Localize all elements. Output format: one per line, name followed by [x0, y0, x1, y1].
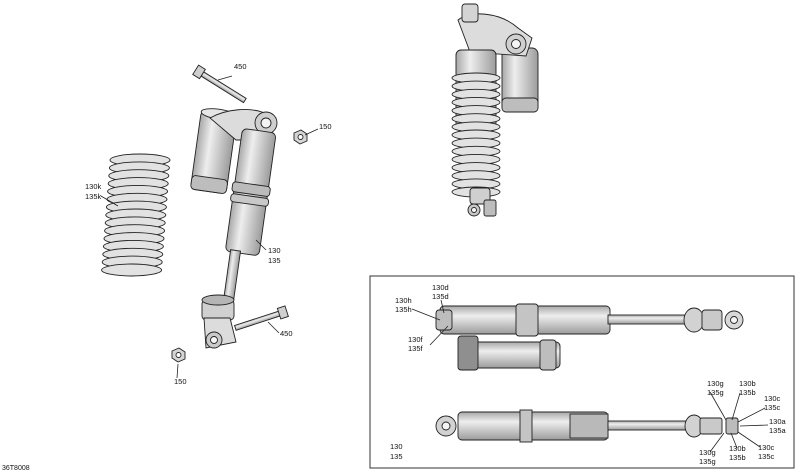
callout-130c-top: 130c	[764, 394, 781, 403]
bottom-mount-part	[201, 294, 237, 349]
callout-135b-bottom: 135b	[729, 453, 746, 462]
callout-135-main: 135	[390, 452, 403, 461]
exploded-shock-assembly	[101, 64, 308, 363]
assembled-shock-view	[451, 3, 539, 217]
callout-130g-top: 130g	[707, 379, 724, 388]
callout-135b-top: 135b	[739, 388, 756, 397]
bolt-top-part	[192, 64, 247, 104]
callout-spring-a: 130k	[85, 182, 102, 191]
callout-130h: 130h	[395, 296, 412, 305]
callout-130b-top: 130b	[739, 379, 756, 388]
callout-135c-top: 135c	[764, 403, 781, 412]
callout-130-main: 130	[390, 442, 403, 451]
callout-135g-top: 135g	[707, 388, 724, 397]
callout-130d: 130d	[432, 283, 449, 292]
shock-body-part	[225, 128, 276, 256]
callout-135h: 135h	[395, 305, 412, 314]
spring-coil	[101, 263, 163, 277]
callout-shock-a: 130	[268, 246, 281, 255]
callout-135g-bottom: 135g	[699, 457, 716, 466]
callout-130g-bottom: 130g	[699, 448, 716, 457]
spring-part	[101, 153, 171, 277]
nut-bottom-part	[171, 347, 186, 363]
callout-nut-bottom: 150	[174, 377, 187, 386]
callout-135f: 135f	[408, 344, 424, 353]
callout-135c-bottom: 135c	[758, 452, 775, 461]
nut-top-part	[293, 129, 308, 145]
callout-130f: 130f	[408, 335, 424, 344]
detail-shock-side-view	[435, 303, 744, 371]
detail-shock-section-view	[435, 409, 739, 443]
callout-nut-top: 150	[319, 122, 332, 131]
callout-130c-bottom: 130c	[758, 443, 775, 452]
callout-130b-bottom: 130b	[729, 444, 746, 453]
detail-view-box	[369, 275, 795, 469]
diagram-code: 36T8008	[2, 465, 30, 472]
callout-spring-b: 135k	[85, 192, 102, 201]
callout-135a: 135a	[769, 426, 787, 435]
callout-bolt-top: 450	[234, 62, 247, 71]
callout-bolt-bottom: 450	[280, 329, 293, 338]
bolt-bottom-part	[233, 305, 289, 331]
callout-130a: 130a	[769, 417, 787, 426]
callout-shock-b: 135	[268, 256, 281, 265]
callout-135d: 135d	[432, 292, 449, 301]
leader-lines-left	[100, 75, 319, 379]
